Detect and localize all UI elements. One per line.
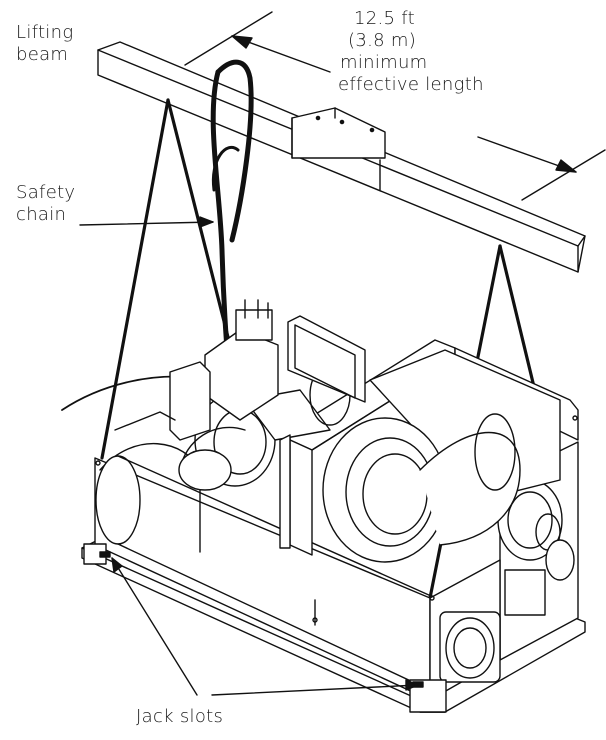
label-dimension-line-3: minimum (340, 52, 428, 73)
chiller-frame (81, 299, 586, 713)
label-lifting-beam-line-1: Lifting (16, 22, 74, 43)
label-dimension-line-2: (3.8 m) (348, 30, 417, 51)
label-safety-chain-line-2: chain (16, 204, 67, 225)
label-jack-slots: Jack slots (136, 706, 224, 727)
label-dimension-line-4: effective length (338, 74, 484, 95)
label-lifting-beam-line-2: beam (16, 44, 69, 65)
label-safety-chain-line-1: Safety (16, 182, 76, 203)
label-safety-chain: Safety chain (16, 182, 75, 226)
label-lifting-beam: Lifting beam (16, 22, 73, 66)
label-dimension: 12.5 ft (3.8 m) minimum effective length (338, 8, 484, 96)
lifting-beam (97, 41, 586, 273)
label-dimension-line-1: 12.5 ft (354, 8, 415, 29)
leader-lines (79, 216, 419, 696)
dimension-lines (184, 11, 606, 201)
